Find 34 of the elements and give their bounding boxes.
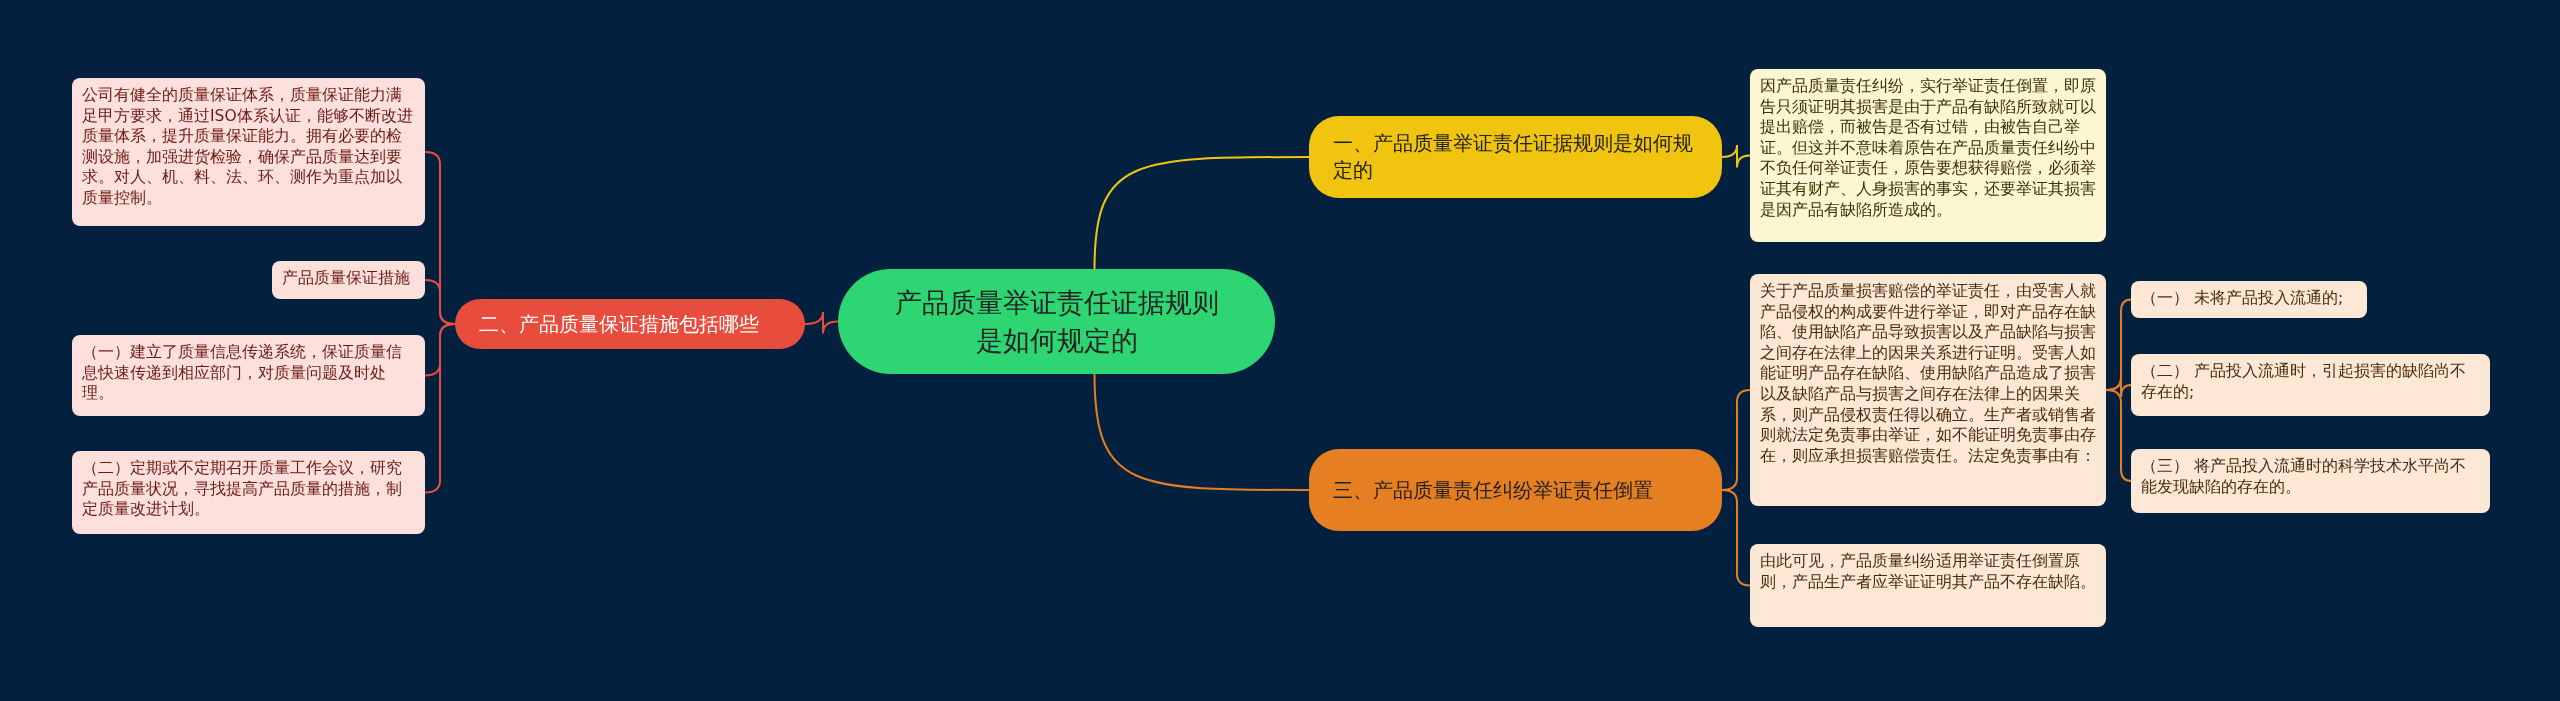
topic-pill bbox=[1309, 449, 1722, 531]
topic-text: 由此可见，产品质量纠纷适用举证责任倒置原则，产品生产者应举证证明其产品不存在缺陷。 bbox=[1760, 551, 2096, 593]
note-card bbox=[1750, 544, 2106, 627]
note-card bbox=[2131, 354, 2490, 416]
topic-text: 因产品质量责任纠纷，实行举证责任倒置，即原告只须证明其损害是由于产品有缺陷所致就可以提出赔偿，而被告是否有过错，由被告自己举证。但这并不意味着原告在产品质量责任纠纷中不负任何举证责任，原告要想获得赔偿，必须举证其有财产、人身损害的事实，还要举证其损害是因产品有缺陷所造成的。 bbox=[1760, 76, 2096, 221]
connector-line bbox=[1093, 373, 1310, 491]
topic-text: 三、产品质量责任纠纷举证责任倒置 bbox=[1333, 476, 1653, 504]
connector-line bbox=[2105, 389, 2132, 482]
connector-line bbox=[1721, 144, 1751, 169]
topic-text: （三） 将产品投入流通时的科学技术水平尚不能发现缺陷的存在的。 bbox=[2141, 456, 2467, 498]
note-card bbox=[72, 451, 425, 534]
topic-text: （二）定期或不定期召开质量工作会议，研究产品质量状况，寻找提高产品质量的措施，制定质量改进计划。 bbox=[82, 458, 403, 520]
note-card bbox=[2131, 449, 2490, 513]
topic-text: （一）建立了质量信息传递系统，保证质量信息快速传递到相应部门，对质量问题及时处理。 bbox=[82, 342, 403, 404]
topic-text: （二） 产品投入流通时，引起损害的缺陷尚不存在的; bbox=[2141, 361, 2467, 403]
note-card bbox=[2131, 281, 2367, 318]
topic-text: 产品质量举证责任证据规则是如何规定的 bbox=[893, 285, 1220, 358]
note-card bbox=[1750, 69, 2106, 242]
topic-text: 一、产品质量举证责任证据规则是如何规定的 bbox=[1333, 130, 1694, 184]
note-card bbox=[272, 261, 425, 299]
connector-line bbox=[1721, 489, 1751, 587]
note-card bbox=[72, 335, 425, 416]
note-card bbox=[72, 78, 425, 226]
connector-line bbox=[804, 311, 839, 335]
topic-text: 产品质量保证措施 bbox=[282, 268, 410, 289]
topic-text: 关于产品质量损害赔偿的举证责任，由受害人就产品侵权的构成要件进行举证，即对产品存在缺陷、使用缺陷产品导致损害以及产品缺陷与损害之间存在法律上的因果关系进行证明。受害人如能证明产品存在缺陷、使用缺陷产品造成了损害以及缺陷产品与损害之间存在法律上的因果关系，则产品侵权责任得以确立。生产者或销售者则就法定免责事由举证，如不能证明免责事由存在，则应承担损害赔偿责任。法定免责事由有： bbox=[1760, 281, 2096, 467]
connector-line bbox=[424, 323, 456, 494]
topic-text: 公司有健全的质量保证体系，质量保证能力满足甲方要求，通过ISO体系认证，能够不断改进质量体系，提升质量保证能力。拥有必要的检测设施，加强进货检验，确保产品质量达到要求。对人、机、料、法、环、测作为重点加以质量控制。 bbox=[82, 85, 414, 209]
topic-pill bbox=[1309, 116, 1722, 198]
topic-pill bbox=[455, 299, 805, 349]
note-card bbox=[1750, 274, 2106, 506]
connector-line bbox=[1093, 156, 1310, 270]
topic-text: （一） 未将产品投入流通的; bbox=[2141, 288, 2344, 309]
topic-text: 二、产品质量保证措施包括哪些 bbox=[479, 310, 759, 338]
